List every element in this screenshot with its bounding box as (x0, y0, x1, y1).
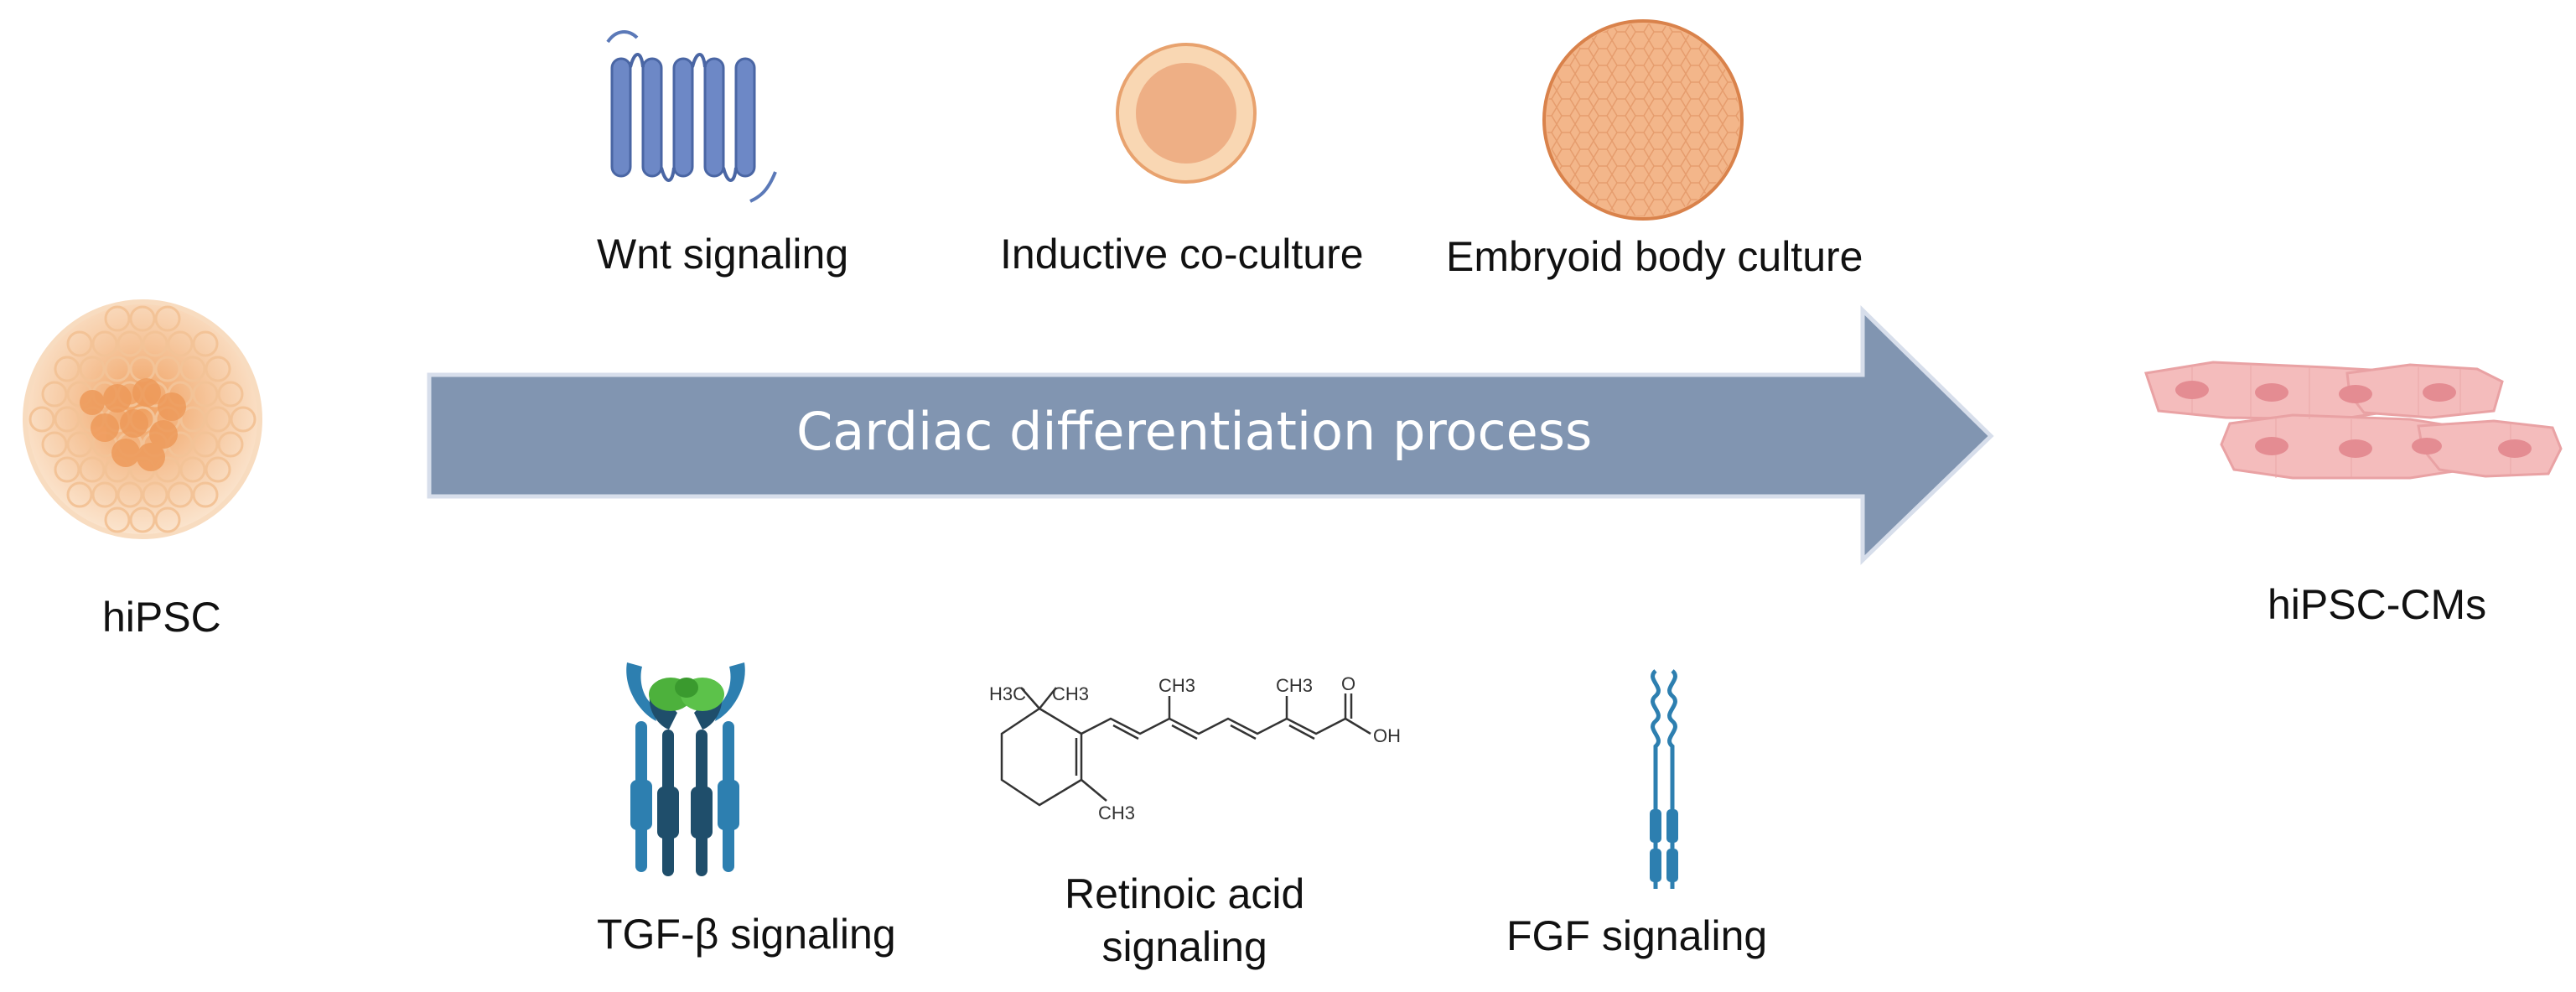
retinoic-acid-structure-icon: H3C CH3 CH3 CH3 O OH CH3 (989, 673, 1401, 823)
wnt-label: Wnt signaling (597, 231, 849, 278)
tgf-beta-receptor-icon (626, 662, 745, 876)
chem-label-ch3-c: CH3 (1276, 675, 1313, 696)
embryoid-label: Embryoid body culture (1446, 233, 1863, 280)
embryoid-body-icon (1542, 19, 1744, 221)
chem-label-ch3-b: CH3 (1158, 675, 1195, 696)
cardiomyocytes-icon (2144, 361, 2563, 480)
single-cell-icon (1116, 43, 1257, 184)
tgf-label: TGF-β signaling (597, 911, 896, 958)
retinoic-label-line1: Retinoic acid (1065, 870, 1305, 917)
chem-label-ch3-a: CH3 (1052, 683, 1089, 704)
inductive-label: Inductive co-culture (1000, 231, 1364, 278)
hipsc-cms-label: hiPSC-CMs (2268, 581, 2487, 628)
fgf-receptor-icon (1650, 669, 1678, 889)
retinoic-label: Retinoic acid signaling (1065, 868, 1304, 973)
chem-label-oh: OH (1373, 725, 1401, 746)
retinoic-label-line2: signaling (1101, 922, 1267, 970)
chem-label-h3c: H3C (989, 683, 1026, 704)
fgf-label: FGF signaling (1506, 912, 1768, 959)
chem-label-ch3-d: CH3 (1098, 802, 1135, 823)
arrow-label: Cardiac differentiation process (796, 401, 1593, 462)
hipsc-colony-icon (23, 299, 262, 539)
hipsc-label: hiPSC (102, 594, 221, 641)
wnt-receptor-icon (606, 30, 777, 203)
chem-label-o: O (1341, 673, 1355, 694)
